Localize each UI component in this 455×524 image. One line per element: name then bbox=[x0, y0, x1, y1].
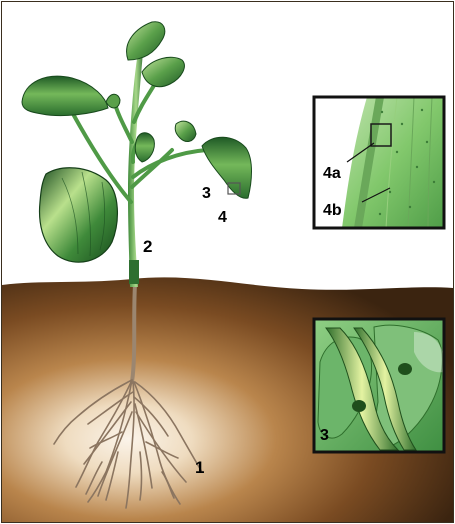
label-detail-4b: 4b bbox=[323, 202, 342, 219]
label-leaf-surface: 4 bbox=[218, 209, 227, 226]
label-leaf-cell: 3 bbox=[202, 185, 211, 202]
hypocotyl bbox=[129, 260, 139, 284]
stomata-inset bbox=[314, 319, 444, 452]
label-detail-4a: 4a bbox=[323, 165, 341, 182]
label-stem: 2 bbox=[143, 237, 152, 256]
leaf-large-cotyledon bbox=[40, 168, 118, 262]
label-root: 1 bbox=[195, 458, 204, 477]
label-cell-inset: 3 bbox=[320, 427, 329, 444]
